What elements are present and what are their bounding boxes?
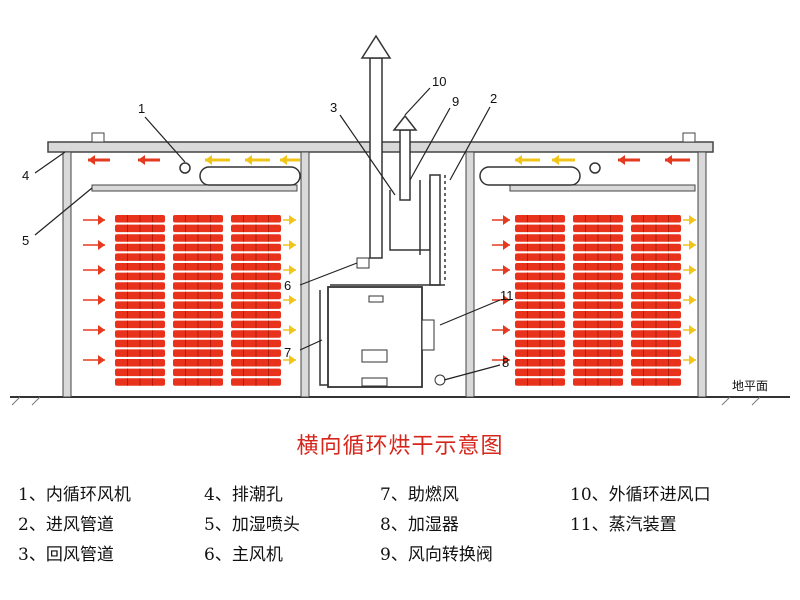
callout-leaders xyxy=(34,87,501,381)
airflow-arrow xyxy=(665,155,690,165)
product-stack xyxy=(515,215,565,386)
airflow-arrow xyxy=(683,325,696,335)
airflow-arrow xyxy=(283,295,296,305)
legend-item: 2、进风管道 xyxy=(18,515,114,535)
product-stack xyxy=(231,215,281,386)
inner-fan-left xyxy=(179,162,301,186)
legend-item: 7、助燃风 xyxy=(380,485,459,505)
roof-vent-right xyxy=(682,132,696,143)
legend-item: 9、风向转换阀 xyxy=(380,545,493,565)
callout-10: 10 xyxy=(432,74,446,89)
airflow-arrow xyxy=(492,215,510,225)
inner-fan-right xyxy=(479,162,601,186)
legend-item: 1、内循环风机 xyxy=(18,485,131,505)
legend-item: 8、加湿器 xyxy=(380,515,459,535)
airflow-arrow xyxy=(492,240,510,250)
left-partition xyxy=(300,151,310,398)
airflow-arrow xyxy=(83,325,105,335)
callout-3: 3 xyxy=(330,100,337,115)
right-partition xyxy=(465,151,475,398)
airflow-arrow xyxy=(683,265,696,275)
airflow-side-arrows xyxy=(83,215,696,365)
ducts xyxy=(319,174,446,386)
airflow-arrow xyxy=(83,215,105,225)
airflow-top-right xyxy=(515,155,690,165)
callout-5: 5 xyxy=(22,233,29,248)
drying-diagram: 地平面 xyxy=(10,34,790,406)
airflow-arrow xyxy=(283,325,296,335)
airflow-arrow xyxy=(245,155,270,165)
airflow-arrow xyxy=(280,155,300,165)
airflow-arrow xyxy=(683,215,696,225)
legend-item: 11、蒸汽装置 xyxy=(570,515,677,535)
product-stack xyxy=(573,215,623,386)
airflow-arrow xyxy=(515,155,540,165)
legend-item: 10、外循环进风口 xyxy=(570,485,711,505)
product-stack xyxy=(173,215,223,386)
airflow-arrow xyxy=(205,155,230,165)
legend-item: 5、加湿喷头 xyxy=(204,515,300,535)
plenum-left xyxy=(91,184,298,192)
callout-6: 6 xyxy=(284,278,291,293)
airflow-arrow xyxy=(83,355,105,365)
product-stack xyxy=(115,215,165,386)
airflow-arrow xyxy=(683,355,696,365)
legend-item: 3、回风管道 xyxy=(18,545,114,565)
callout-7: 7 xyxy=(284,345,291,360)
right-wall xyxy=(697,151,707,398)
callout-9: 9 xyxy=(452,94,459,109)
legend-item: 4、排潮孔 xyxy=(204,485,283,505)
diagram-title: 横向循环烘干示意图 xyxy=(296,434,504,459)
callout-1: 1 xyxy=(138,101,145,116)
callout-2: 2 xyxy=(490,91,497,106)
airflow-arrow xyxy=(492,265,510,275)
furnace xyxy=(327,286,435,388)
plenum-right xyxy=(509,184,696,192)
airflow-arrow xyxy=(683,240,696,250)
callout-numbers: 1 2 3 4 5 6 7 8 9 10 11 xyxy=(22,74,514,370)
airflow-arrow xyxy=(283,355,296,365)
airflow-arrow xyxy=(618,155,640,165)
callout-4: 4 xyxy=(22,168,29,183)
product-stack xyxy=(631,215,681,386)
airflow-arrow xyxy=(492,325,510,335)
left-wall xyxy=(62,151,72,398)
airflow-arrow xyxy=(283,240,296,250)
airflow-top-left xyxy=(88,155,300,165)
airflow-arrow xyxy=(83,265,105,275)
airflow-arrow xyxy=(83,295,105,305)
airflow-arrow xyxy=(683,295,696,305)
ground-label: 地平面 xyxy=(732,379,768,393)
airflow-arrow xyxy=(283,265,296,275)
humidifier xyxy=(434,374,446,386)
product-stacks xyxy=(115,215,681,386)
airflow-arrow xyxy=(492,355,510,365)
airflow-arrow xyxy=(138,155,160,165)
callout-11: 11 xyxy=(500,288,514,303)
roof-vent-left xyxy=(91,132,105,143)
ground-hatch xyxy=(11,396,761,406)
airflow-arrow xyxy=(283,215,296,225)
airflow-arrow xyxy=(83,240,105,250)
airflow-arrow xyxy=(492,295,510,305)
callout-8: 8 xyxy=(502,355,509,370)
airflow-arrow xyxy=(552,155,575,165)
airflow-arrow xyxy=(88,155,110,165)
legend-item: 6、主风机 xyxy=(204,545,283,565)
main-fan xyxy=(356,257,370,269)
